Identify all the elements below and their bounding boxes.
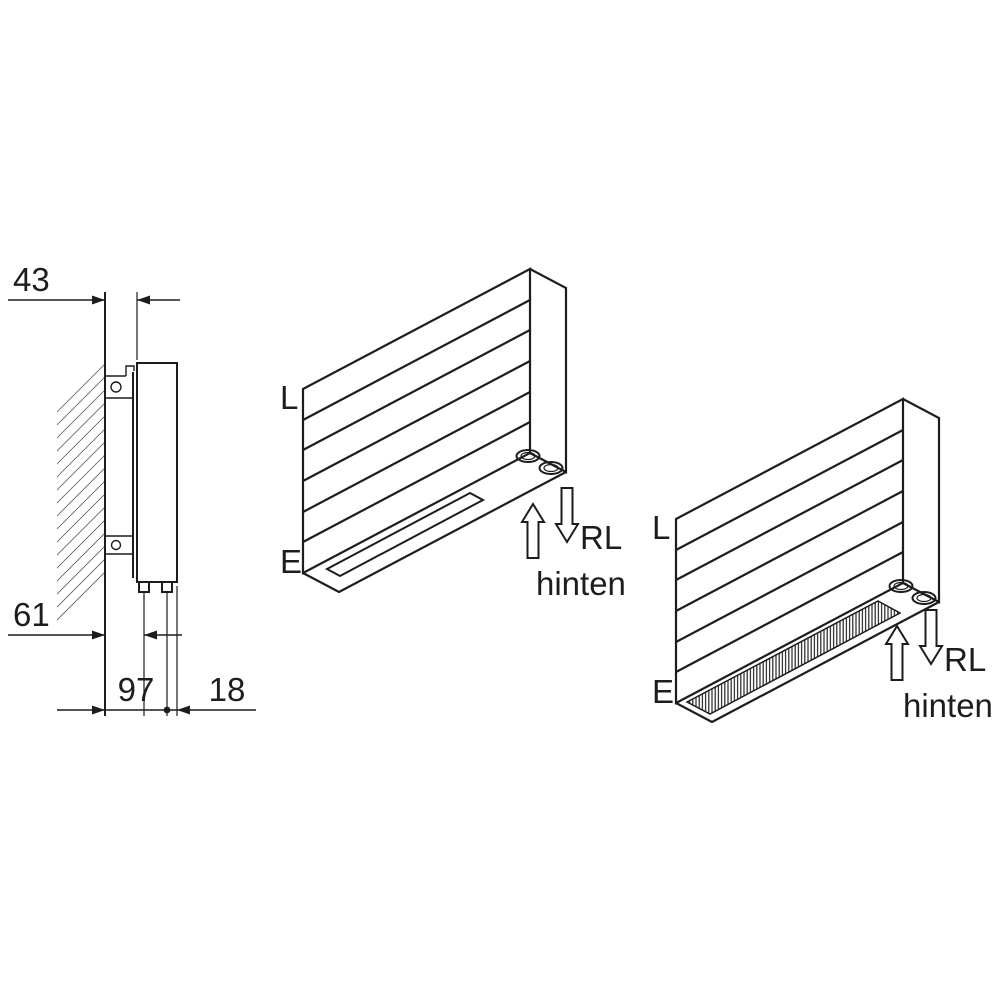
pipe-port-outer (888, 579, 914, 593)
dim-43-label: 43 (13, 261, 50, 298)
dim-61-label: 61 (13, 596, 50, 633)
dimension-43: 43 (8, 261, 180, 360)
pipe-port-outer (911, 591, 937, 605)
slat-lines (302, 299, 531, 543)
slat-line (302, 360, 531, 482)
arrowhead-left-icon (137, 295, 150, 305)
end-face (902, 398, 941, 604)
slat-line (675, 521, 904, 643)
dim-dot-marker (163, 706, 171, 714)
slat-line (675, 459, 904, 581)
arrowhead-right-icon (92, 630, 105, 640)
position-label: hinten (903, 687, 993, 724)
arrowhead-right-icon (92, 705, 105, 715)
bracket-pin-top (110, 381, 122, 393)
radiator-cross-section (105, 362, 178, 593)
pipe-port-inner (520, 451, 536, 461)
return-label: RL (580, 519, 622, 556)
pipe-stub-rear (138, 582, 150, 593)
supply-label: L (280, 379, 298, 416)
pipe-ports (888, 579, 937, 605)
slat-line (302, 329, 531, 451)
flow-down-arrow-icon (554, 487, 580, 544)
dimension-61: 61 (8, 596, 182, 640)
bracket-bottom-body (105, 535, 134, 555)
section-view: 43 61 97 18 (8, 261, 256, 716)
arrowhead-right-icon (92, 295, 105, 305)
arrowhead-left-icon (144, 630, 157, 640)
dim-18-label: 18 (209, 671, 246, 708)
bottom-face (302, 471, 567, 594)
bottom-convector-grille (685, 600, 902, 715)
bracket-pin-bottom (110, 539, 122, 551)
dimension-97-18: 97 18 (57, 586, 256, 716)
radiator-iso-plain: L E RL hinten (280, 267, 626, 602)
mounting-bracket-bottom (105, 535, 134, 555)
slat-lines (675, 429, 904, 673)
dim-97-label: 97 (118, 671, 155, 708)
slat-line (302, 421, 531, 543)
slat-line (675, 551, 904, 673)
slat-line (302, 299, 531, 421)
mounting-bracket-top (105, 365, 135, 399)
slat-line (675, 490, 904, 612)
pipe-ports (515, 449, 564, 475)
slat-line (302, 391, 531, 513)
pipe-stub-front (161, 582, 173, 593)
bracket-hook (125, 365, 135, 376)
bottom-face (675, 601, 940, 724)
entry-label: E (280, 543, 302, 580)
supply-label: L (652, 509, 670, 546)
flow-up-arrow-icon (884, 624, 910, 681)
radiator-iso-grille: L E RL hinten (652, 397, 993, 724)
pipe-port-outer (515, 449, 541, 463)
pipe-port-inner (893, 581, 909, 591)
return-label: RL (944, 641, 986, 678)
wall-hatch-area (57, 355, 105, 631)
pipe-port-inner (543, 463, 559, 473)
flow-up-arrow-icon (520, 502, 546, 559)
pipe-port-inner (916, 593, 932, 603)
entry-label: E (652, 673, 674, 710)
end-face (529, 268, 568, 474)
flow-down-arrow-icon (918, 609, 944, 666)
slat-line (675, 429, 904, 551)
arrowhead-left-icon (177, 705, 190, 715)
bottom-channel-slot (324, 491, 486, 578)
position-label: hinten (536, 565, 626, 602)
wall-section (57, 292, 106, 716)
pipe-port-outer (538, 461, 564, 475)
radiator-panel-section (136, 362, 178, 583)
